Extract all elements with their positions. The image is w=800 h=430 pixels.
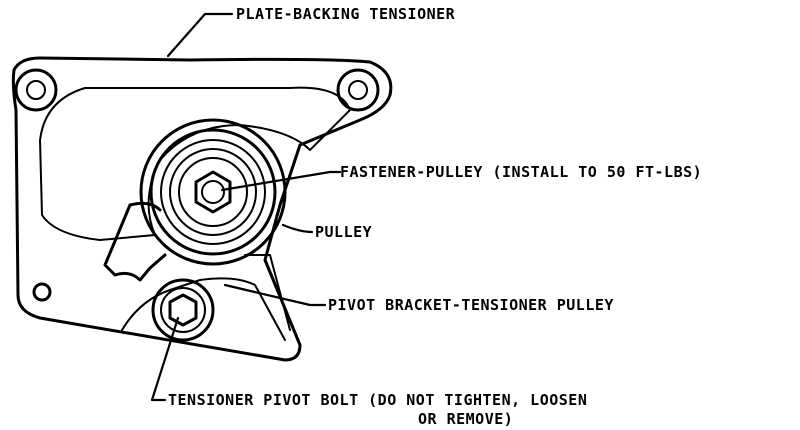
label-plate-backing-tensioner: PLATE-BACKING TENSIONER xyxy=(236,5,456,23)
leader-pivot-bolt xyxy=(150,316,180,402)
pivot-bracket-shape xyxy=(103,201,167,282)
plate-backing-outline xyxy=(11,56,393,362)
mounting-hole-upper-right xyxy=(336,68,380,112)
pulley xyxy=(139,118,287,266)
tensioner-pivot-bolt xyxy=(151,278,215,342)
leader-pulley xyxy=(281,223,314,234)
mounting-hole-upper-left xyxy=(14,68,58,112)
label-tensioner-pivot-bolt-line1: TENSIONER PIVOT BOLT (DO NOT TIGHTEN, LO… xyxy=(168,391,587,409)
label-pivot-bracket-tensioner-pulley: PIVOT BRACKET-TENSIONER PULLEY xyxy=(328,296,614,314)
mounting-hole-lower-left xyxy=(32,282,52,302)
label-fastener-pulley: FASTENER-PULLEY (INSTALL TO 50 FT-LBS) xyxy=(340,163,702,181)
fastener-pulley-bolt xyxy=(194,170,232,214)
label-tensioner-pivot-bolt-line2: OR REMOVE) xyxy=(418,410,513,428)
leader-plate-backing xyxy=(166,12,234,58)
label-pulley: PULLEY xyxy=(315,223,372,241)
leader-pivot-bracket xyxy=(223,283,327,307)
leader-fastener-pulley xyxy=(220,170,342,192)
